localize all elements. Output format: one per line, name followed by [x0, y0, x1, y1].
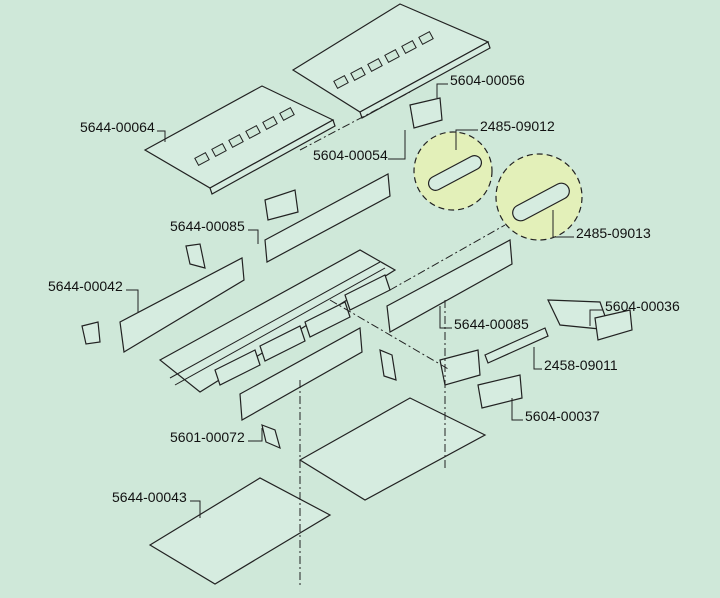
top-cover-right: [291, 3, 491, 119]
side-rails: [119, 173, 513, 421]
end-assemblies: [439, 299, 633, 409]
leader-lines: [126, 83, 603, 518]
top-cover-left: [143, 85, 336, 195]
part-label-5604-00056: 5604-00056: [450, 72, 525, 88]
part-label-5604-00037: 5604-00037: [525, 408, 600, 424]
part-label-5644-00085-mid: 5644-00085: [454, 316, 529, 332]
bottom-plates: [148, 397, 487, 585]
chain-link-detail-2: [495, 153, 583, 241]
part-label-5604-00036: 5604-00036: [605, 298, 680, 314]
part-label-2485-09013: 2485-09013: [576, 225, 651, 241]
part-label-5644-00064: 5644-00064: [80, 119, 155, 135]
part-label-5644-00042: 5644-00042: [48, 278, 123, 294]
small-brackets: [81, 97, 443, 450]
part-label-5604-00054: 5604-00054: [313, 147, 388, 163]
part-label-2458-09011: 2458-09011: [544, 357, 618, 373]
chain-link-detail-1: [413, 131, 493, 211]
part-label-5601-00072: 5601-00072: [170, 429, 245, 445]
part-label-2485-09012: 2485-09012: [480, 118, 555, 134]
conveyor-assembly: [158, 249, 397, 393]
part-label-5644-00043: 5644-00043: [112, 489, 187, 505]
part-label-5644-00085-top: 5644-00085: [170, 218, 245, 234]
